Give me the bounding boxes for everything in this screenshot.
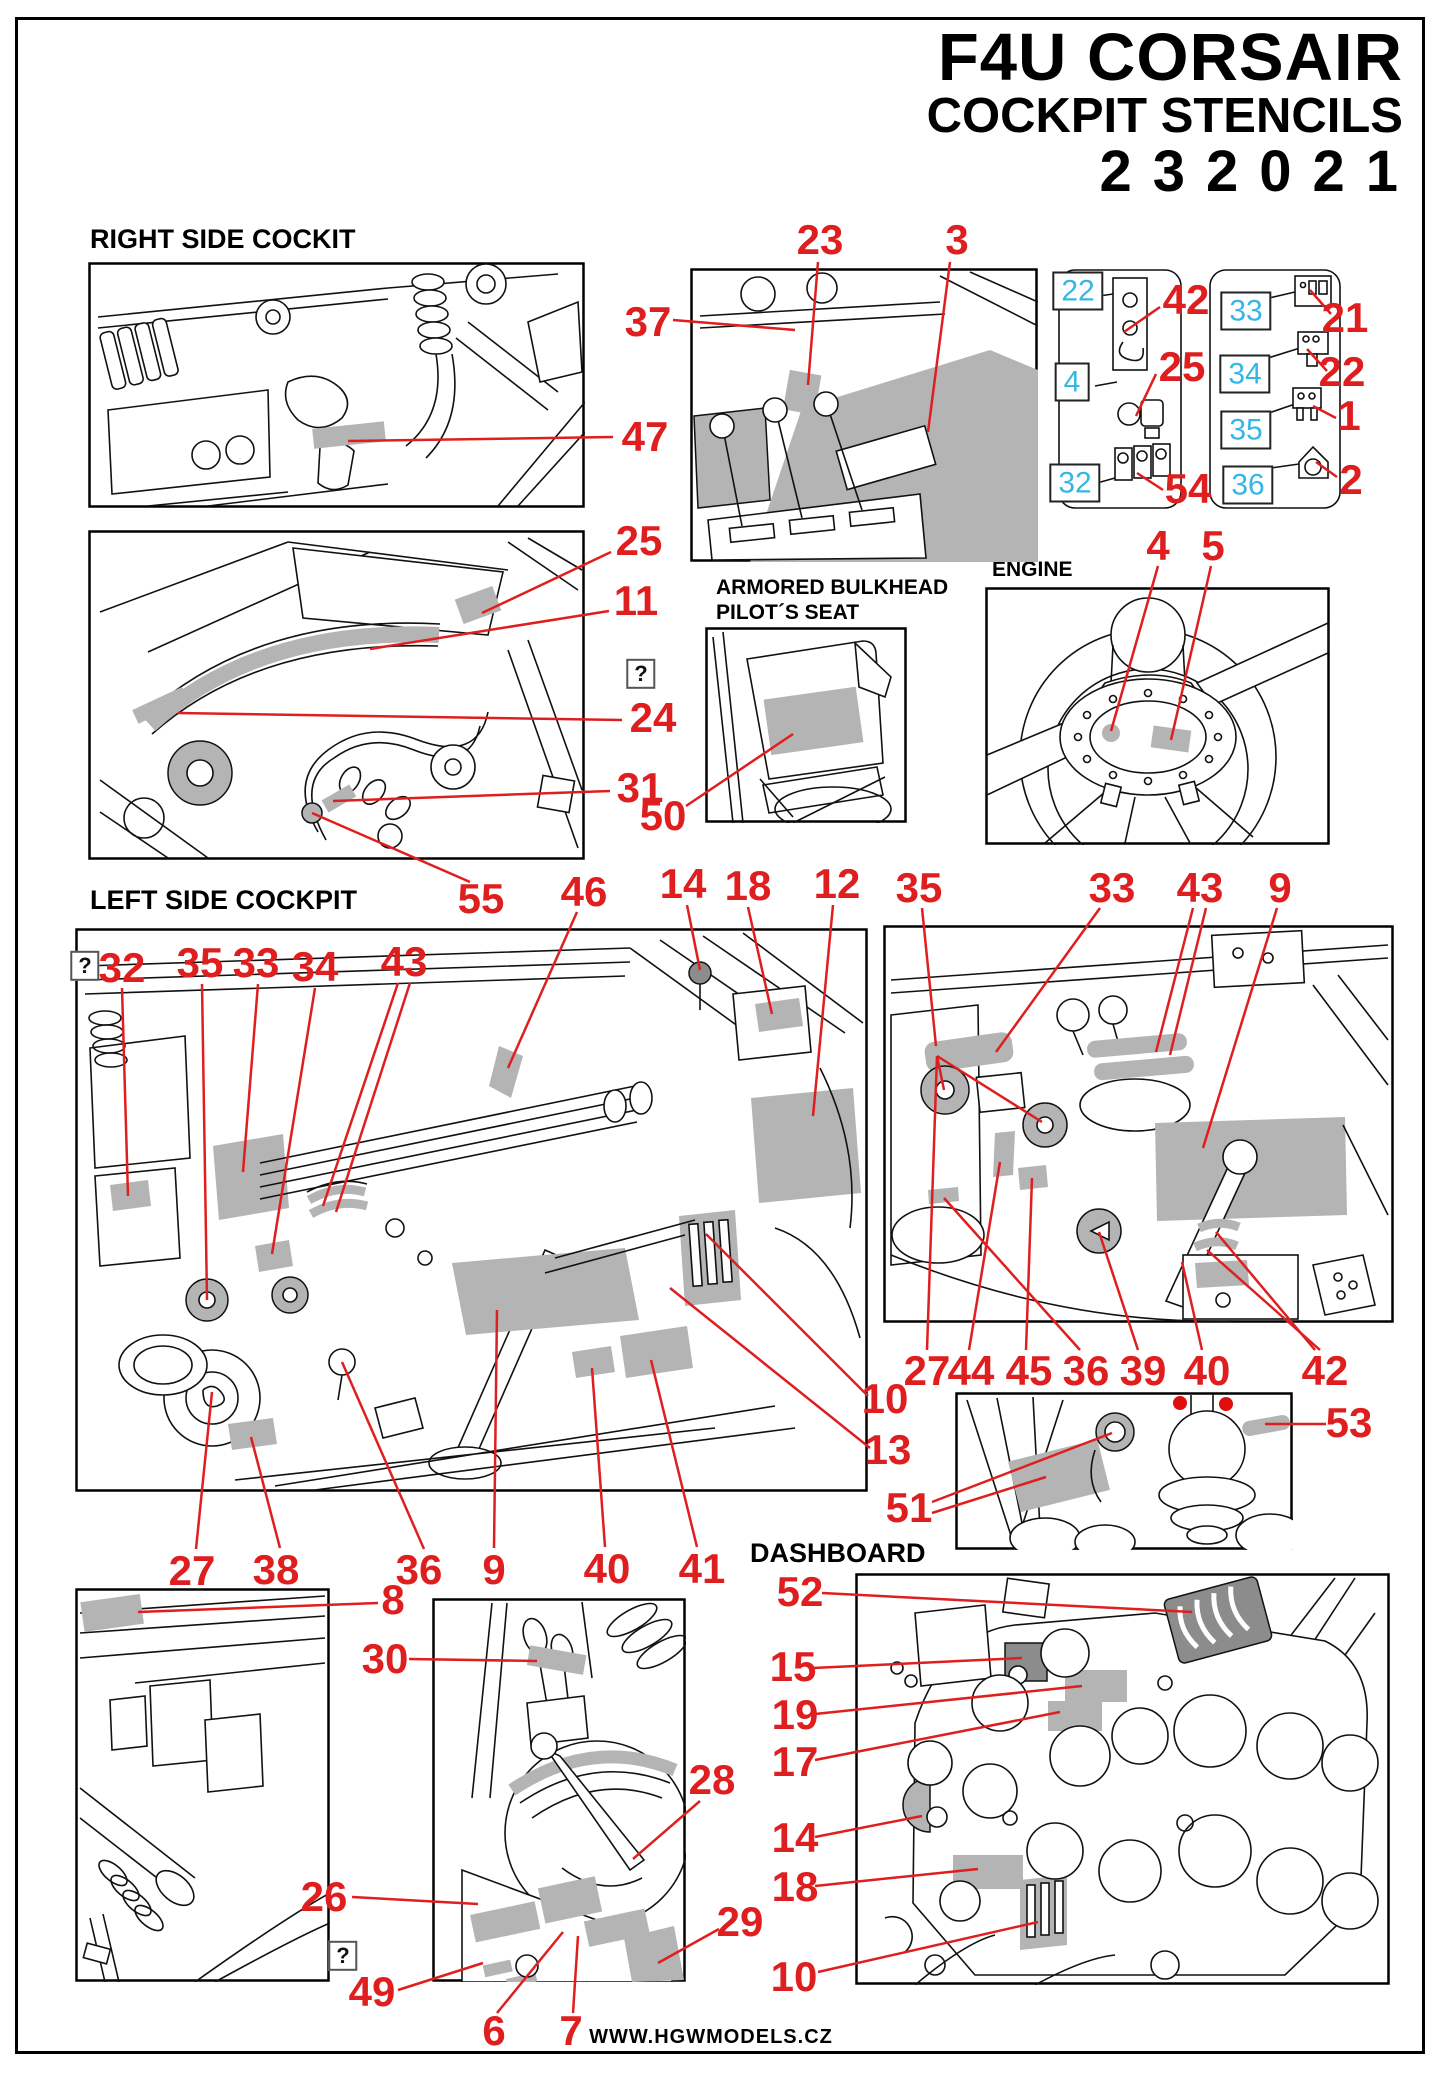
drawing-right-side-cockpit-upper: [88, 262, 585, 508]
drawing-console-floor: [690, 268, 1038, 562]
drawing-engine: [985, 587, 1330, 845]
red-indicator-dot: [1173, 1396, 1187, 1410]
drawing-armored-bulkhead: [705, 627, 907, 823]
drawing-dashboard: [855, 1573, 1390, 1985]
stencil-33: [213, 1134, 289, 1220]
stencil-9: [452, 1248, 639, 1335]
drawing-bottom-middle-detail: [432, 1598, 686, 1982]
stencil-30: [526, 1645, 587, 1675]
stencil-8: [80, 1593, 144, 1633]
drawing-cockpit-right-view: [883, 925, 1394, 1323]
website-url: WWW.HGWMODELS.CZ: [589, 2026, 833, 2048]
stencil-53: [1242, 1415, 1290, 1436]
drawing-right-side-cockpit-lower: [88, 530, 585, 860]
section-right-side-cockpit: RIGHT SIDE COCKIT: [90, 224, 356, 254]
parts-sprue-diagram: [1058, 269, 1341, 509]
red-indicator-dot: [1219, 1397, 1233, 1411]
drawing-left-side-cockpit: [75, 928, 868, 1492]
kit-subtitle: COCKPIT STENCILS: [926, 89, 1403, 143]
section-left-side-cockpit: LEFT SIDE COCKPIT: [90, 885, 358, 915]
stencil-12: [751, 1088, 861, 1203]
section-armored-bulkhead-1: ARMORED BULKHEAD: [716, 576, 949, 599]
page-border: [15, 17, 1425, 2054]
section-engine: ENGINE: [992, 558, 1073, 581]
drawing-bottom-left-detail: [75, 1588, 330, 1982]
kit-number: 232021: [1099, 139, 1419, 205]
stencil-engine-dot: [1102, 724, 1120, 742]
section-armored-bulkhead-2: PILOT´S SEAT: [716, 601, 860, 624]
drawing-gunsight-panel: [955, 1392, 1293, 1550]
kit-title: F4U CORSAIR: [937, 20, 1403, 95]
section-dashboard: DASHBOARD: [750, 1538, 926, 1568]
title-block: F4U CORSAIR COCKPIT STENCILS 232021: [927, 24, 1403, 203]
